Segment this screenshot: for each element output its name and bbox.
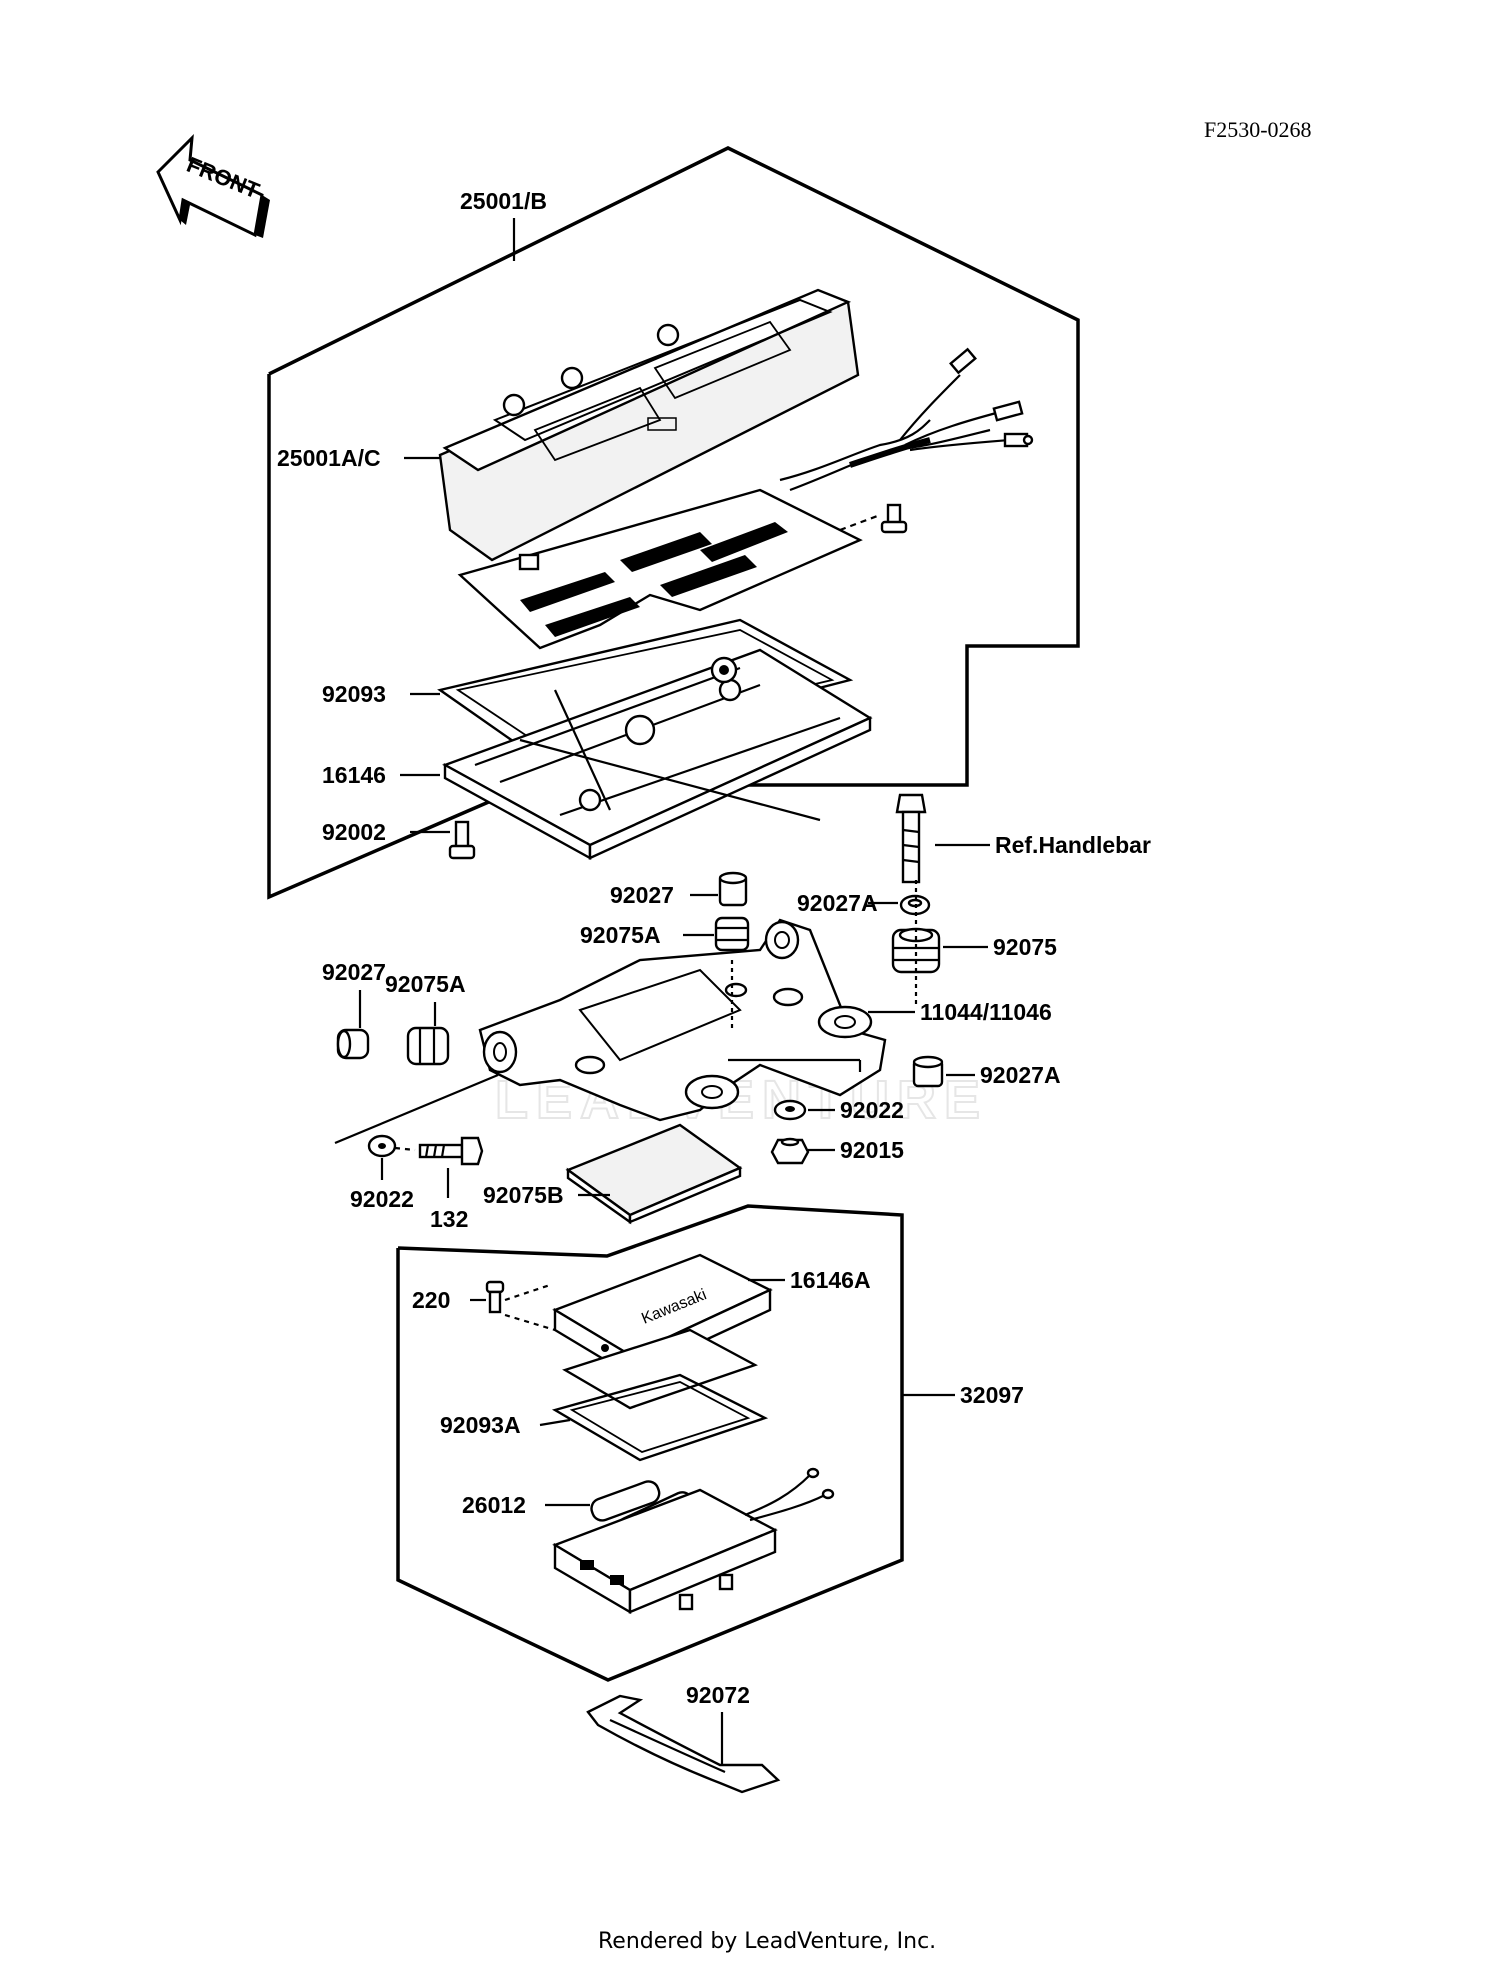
label-32097: 32097 (960, 1382, 1024, 1408)
meter-housing (438, 288, 1034, 562)
label-92022-right: 92022 (840, 1097, 904, 1123)
label-26012: 26012 (462, 1492, 526, 1518)
label-92027-top: 92027 (610, 882, 674, 908)
assembly-boundary-25001b (267, 146, 1080, 900)
cap-92027a-right-icon (912, 1055, 944, 1088)
grommet-92075-icon (891, 927, 941, 974)
cap-92027-top-icon (718, 871, 748, 907)
footer-credit: Rendered by LeadVenture, Inc. (598, 1929, 936, 1954)
label-92002: 92002 (322, 819, 386, 845)
label-92075b: 92075B (483, 1182, 564, 1208)
label-92072: 92072 (686, 1682, 750, 1708)
grommet-92075a-left-icon (406, 1026, 450, 1066)
assembly-boundary-32097 (396, 1204, 904, 1682)
label-92027a-right: 92027A (980, 1062, 1061, 1088)
label-25001b: 25001/B (460, 188, 547, 214)
label-92027a-top: 92027A (797, 890, 878, 916)
gasket-92093a (551, 1373, 769, 1462)
label-92027-left: 92027 (322, 959, 386, 985)
meter-case-16146 (442, 648, 873, 861)
label-16146a: 16146A (790, 1267, 871, 1293)
label-ref-handlebar: Ref.Handlebar (995, 832, 1151, 858)
screw-icon (839, 503, 908, 534)
label-92022-left: 92022 (350, 1186, 414, 1212)
circuit-board (457, 488, 863, 650)
strap-92072 (586, 1694, 781, 1794)
label-11044-11046: 11044/11046 (920, 999, 1052, 1025)
washer-92022-left-icon (367, 1134, 397, 1158)
label-92093: 92093 (322, 681, 386, 707)
handlebar-bolt-icon (895, 793, 927, 884)
label-92075: 92075 (993, 934, 1057, 960)
bolt-132-icon (418, 1136, 484, 1166)
label-92075a-top: 92075A (580, 922, 661, 948)
front-arrow-icon: FRONT (156, 134, 270, 238)
label-92075a-left: 92075A (385, 971, 466, 997)
label-25001ac: 25001A/C (277, 445, 381, 471)
label-220: 220 (412, 1287, 450, 1313)
gasket-92093 (437, 618, 854, 762)
label-92093a: 92093A (440, 1412, 521, 1438)
battery-case (552, 1467, 835, 1615)
label-132: 132 (430, 1206, 468, 1232)
nut-92015-icon (770, 1137, 810, 1165)
diagram-code: F2530-0268 (1204, 117, 1312, 142)
grommet-92075a-top-icon (714, 916, 750, 952)
screw-220-icon (485, 1280, 505, 1314)
meter-bracket (478, 918, 887, 1122)
washer-92022-right-icon (773, 1099, 807, 1121)
label-16146: 16146 (322, 762, 386, 788)
pad-92075b (565, 1123, 743, 1225)
cap-92027-left-icon (336, 1028, 370, 1060)
screw-92002-icon (448, 820, 476, 860)
label-92015: 92015 (840, 1137, 904, 1163)
